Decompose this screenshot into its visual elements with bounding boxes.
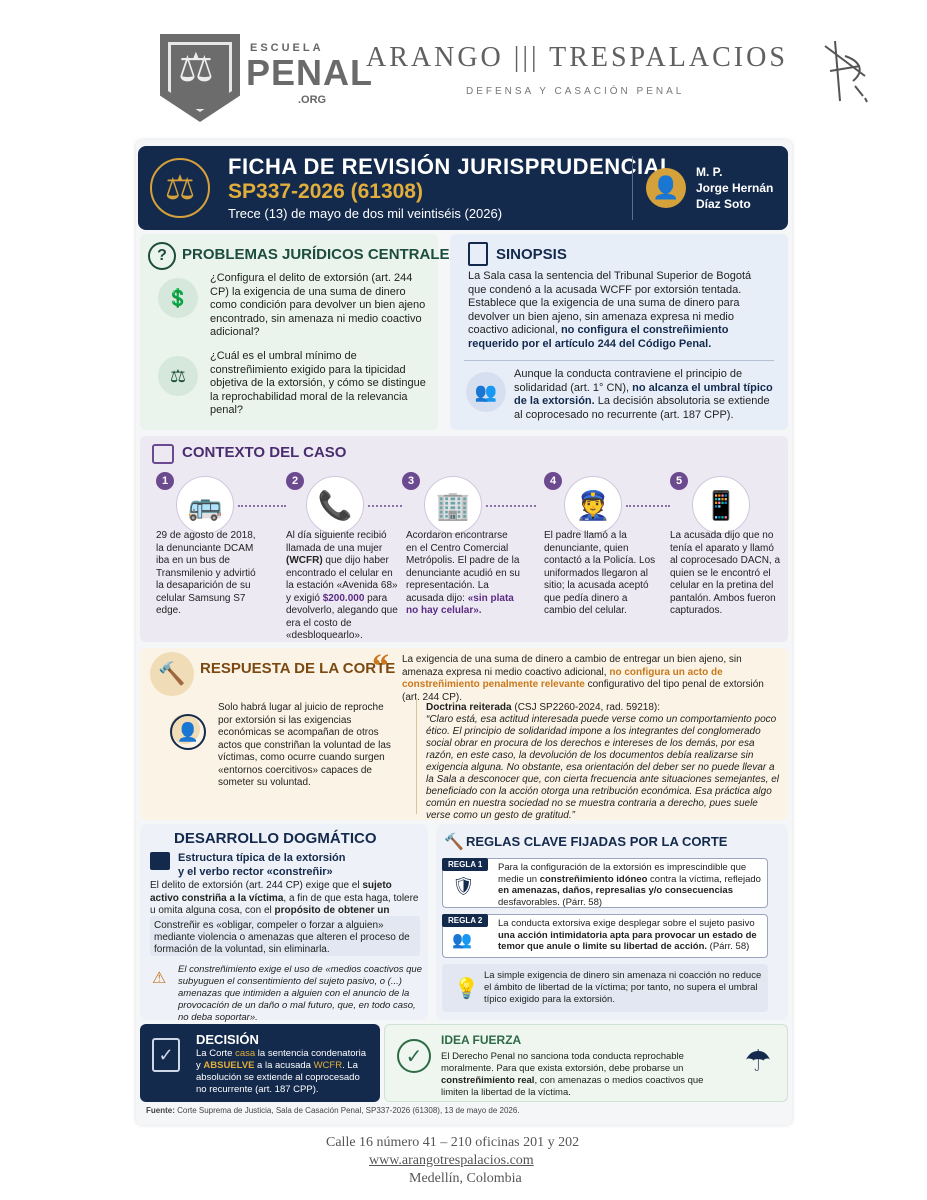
user-shield-icon: 👤 <box>170 714 206 750</box>
problemas-title: PROBLEMAS JURÍDICOS CENTRALES <box>182 246 460 263</box>
step-5-text: La acusada dijo que no tenía el aparato … <box>670 530 781 616</box>
decision-text: La Corte casa la sentencia condenatoria … <box>196 1048 367 1095</box>
problema-2: ¿Cuál es el umbral mínimo de constreñimi… <box>210 350 426 416</box>
phone-money-icon: 💲 <box>158 278 198 318</box>
building-icon: 🏢 <box>424 476 482 534</box>
umbrella-protection-icon: ☂ <box>744 1044 772 1078</box>
fuente-note: Fuente: Corte Suprema de Justicia, Sala … <box>146 1106 520 1115</box>
logo-text-escuela: ESCUELA <box>250 42 324 54</box>
mp-name-line1: Jorge Hernán <box>696 181 774 195</box>
magistrate-info: M. P. Jorge Hernán Díaz Soto <box>696 164 773 212</box>
ficha-header: ⚖ FICHA DE REVISIÓN JURISPRUDENCIAL SP33… <box>138 146 788 230</box>
sinopsis-section: SINOPSIS La Sala casa la sentencia del T… <box>450 234 788 430</box>
footer-website-link[interactable]: www.arangotrespalacios.com <box>369 1153 534 1168</box>
regla-2-tag: REGLA 2 <box>442 914 489 927</box>
reglas-section: 🔨 REGLAS CLAVE FIJADAS POR LA CORTE REGL… <box>436 824 788 1020</box>
scales-icon: ⚖ <box>150 158 210 218</box>
regla-2-text: La conducta extorsiva exige desplegar so… <box>498 918 757 952</box>
step-5-number: 5 <box>670 472 688 490</box>
desarrollo-p3: El constreñimiento exige el uso de «medi… <box>178 964 422 1023</box>
decision-title: DECISIÓN <box>196 1032 259 1047</box>
step-2-text: Al día siguiente recibió llamada de una … <box>286 530 398 641</box>
firm-name: ARANGO ||| TRESPALACIOS <box>366 42 788 73</box>
respuesta-quote: La exigencia de una suma de dinero a cam… <box>402 654 764 703</box>
reglas-title: REGLAS CLAVE FIJADAS POR LA CORTE <box>466 834 728 849</box>
book-icon <box>150 852 170 870</box>
shield-check-icon: 🛡 <box>452 876 475 896</box>
regla-3-text: La simple exigencia de dinero sin amenaz… <box>484 970 762 1005</box>
signature-mark <box>824 40 868 103</box>
ficha-code: SP337-2026 (61308) <box>228 180 423 203</box>
step-1-number: 1 <box>156 472 174 490</box>
logo-text-penal: PENAL <box>246 52 374 93</box>
respuesta-section: 🔨 RESPUESTA DE LA CORTE “ La exigencia d… <box>140 648 788 821</box>
decision-section: ✓ DECISIÓN La Corte casa la sentencia co… <box>140 1024 380 1102</box>
doctrina-block: Doctrina reiterada (CSJ SP2260-2024, rad… <box>426 702 779 821</box>
respuesta-left-text: Solo habrá lugar al juicio de reproche p… <box>218 702 391 788</box>
idea-title: IDEA FUERZA <box>441 1033 522 1047</box>
calendar-icon <box>152 444 174 464</box>
bus-icon: 🚌 <box>176 476 234 534</box>
ficha-title: FICHA DE REVISIÓN JURISPRUDENCIAL <box>228 154 674 179</box>
gavel-icon: 🔨 <box>150 652 194 696</box>
mp-name-line2: Díaz Soto <box>696 197 751 211</box>
desarrollo-section: DESARROLLO DOGMÁTICO Estructura típica d… <box>140 824 428 1023</box>
step-4-number: 4 <box>544 472 562 490</box>
mp-label: M. P. <box>696 165 723 179</box>
people-icon: 👥 <box>466 372 506 412</box>
contexto-title: CONTEXTO DEL CASO <box>182 444 347 461</box>
ficha-date: Trece (13) de mayo de dos mil veintiséis… <box>228 206 503 221</box>
problemas-section: ? PROBLEMAS JURÍDICOS CENTRALES 💲 ¿Confi… <box>140 234 460 430</box>
logo-text-org: .ORG <box>298 94 327 106</box>
regla-2 <box>442 914 768 958</box>
sinopsis-divider <box>464 360 774 361</box>
footer-city: Medellín, Colombia <box>409 1171 522 1186</box>
firm-subtitle: DEFENSA Y CASACIÓN PENAL <box>466 86 685 97</box>
footer-address: Calle 16 número 41 – 210 oficinas 201 y … <box>326 1135 580 1150</box>
phone-call-icon: 📞 <box>306 476 364 534</box>
desarrollo-title: DESARROLLO DOGMÁTICO <box>174 830 377 847</box>
clipboard-check-icon: ✓ <box>152 1038 180 1072</box>
step-4-text: El padre llamó a la denunciante, quien c… <box>544 530 656 616</box>
idea-fuerza-section: ✓ IDEA FUERZA El Derecho Penal no sancio… <box>384 1024 788 1102</box>
step-2-number: 2 <box>286 472 304 490</box>
sinopsis-title: SINOPSIS <box>496 246 567 263</box>
step-1-text: 29 de agosto de 2018, la denunciante DCA… <box>156 530 256 616</box>
warning-icon: ⚠ <box>152 970 167 987</box>
respuesta-title: RESPUESTA DE LA CORTE <box>200 660 396 677</box>
regla-1 <box>442 858 768 908</box>
gavel-icon: 🔨 <box>444 834 464 851</box>
escuela-penal-logo: ⚖ ESCUELA PENAL .ORG <box>160 34 372 124</box>
magistrate-icon: 👤 <box>646 168 686 208</box>
problema-1: ¿Configura el delito de extorsión (art. … <box>210 272 426 338</box>
lightbulb-icon: 💡 <box>454 978 479 1000</box>
document-icon <box>468 242 488 266</box>
regla-1-tag: REGLA 1 <box>442 858 489 871</box>
question-icon: ? <box>148 242 176 270</box>
step-3-number: 3 <box>402 472 420 490</box>
gavel-icon: ⚖ <box>178 46 214 90</box>
sinopsis-p2: Aunque la conducta contraviene el princi… <box>514 368 773 421</box>
contexto-section: CONTEXTO DEL CASO 1 🚌 29 de agosto de 20… <box>140 436 788 642</box>
desarrollo-p2: Constreñir es «obligar, compeler o forza… <box>154 920 410 955</box>
check-circle-icon: ✓ <box>397 1039 431 1073</box>
quote-icon: “ <box>372 648 389 685</box>
sinopsis-p1: La Sala casa la sentencia del Tribunal S… <box>468 270 752 350</box>
regla-1-text: Para la configuración de la extorsión es… <box>498 862 761 908</box>
step-3-text: Acordaron encontrarse en el Centro Comer… <box>406 530 520 616</box>
scales-icon: ⚖ <box>158 356 198 396</box>
header-divider <box>632 156 633 220</box>
police-icon: 👮 <box>564 476 622 534</box>
mobile-icon: 📱 <box>692 476 750 534</box>
idea-text: El Derecho Penal no sanciona toda conduc… <box>441 1051 704 1098</box>
group-icon: 👥 <box>452 932 472 949</box>
